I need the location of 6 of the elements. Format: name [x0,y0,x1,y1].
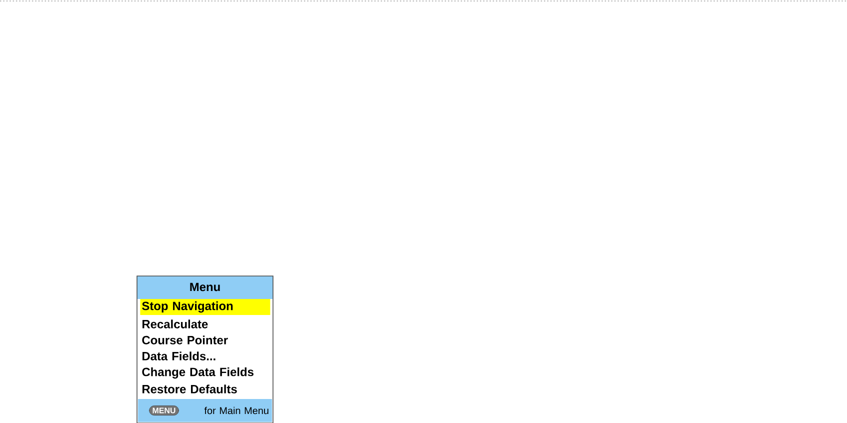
menu-item: Change Data Fields [142,367,254,379]
selected-menu-item: Stop Navigation [140,299,270,315]
menu-item: Data Fields... [142,352,216,360]
menu-item: Recalculate [142,320,208,328]
menu-item: Restore Defaults [142,384,237,394]
menu-item: Course Pointer [142,336,228,344]
